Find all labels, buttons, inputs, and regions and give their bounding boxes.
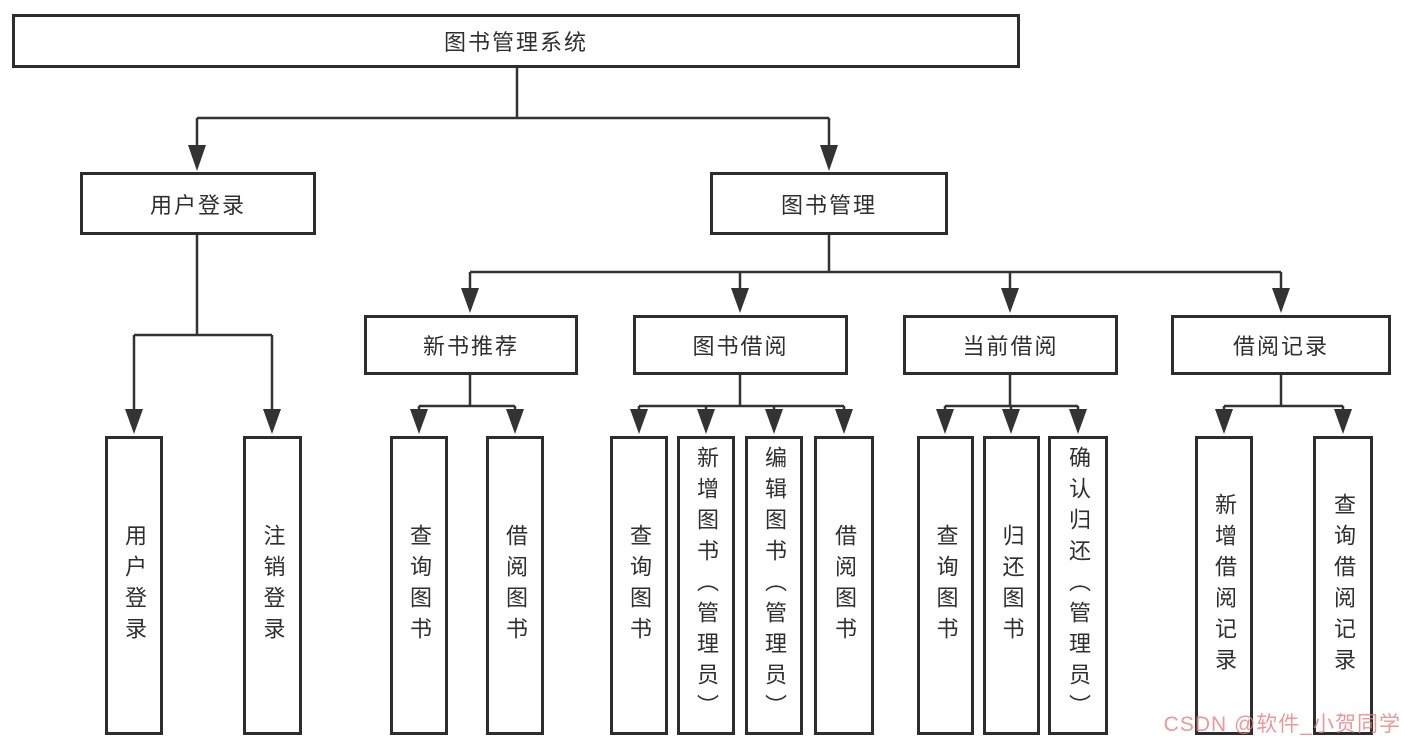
leaf-add-borrow-record: 新增借阅记录 [1195, 436, 1253, 735]
arrowheads [125, 145, 1352, 434]
node-user-login: 用户登录 [80, 172, 316, 235]
node-borrow-record: 借阅记录 [1171, 315, 1391, 375]
node-user-login-label: 用户登录 [149, 192, 246, 218]
leaf-user-login: 用户登录 [105, 436, 163, 735]
node-root-system-label: 图书管理系统 [443, 30, 588, 55]
node-new-book-recommend-label: 新书推荐 [422, 334, 519, 359]
node-book-borrow: 图书借阅 [633, 315, 848, 375]
leaf-confirm-return-admin: 确认归还（管理员） [1048, 436, 1108, 735]
leaf-add-books-admin: 新增图书（管理员） [677, 436, 735, 735]
leaf-borrow-books-recommend: 借阅图书 [486, 436, 544, 735]
leaf-logout-login: 注销登录 [243, 436, 302, 735]
node-current-borrow-label: 当前借阅 [962, 334, 1059, 359]
node-current-borrow: 当前借阅 [903, 315, 1118, 375]
leaf-query-books-recommend: 查询图书 [390, 436, 448, 735]
node-root-system: 图书管理系统 [12, 14, 1020, 68]
csdn-watermark: CSDN @软件_小贺同学 [1163, 713, 1401, 736]
node-book-management: 图书管理 [710, 172, 948, 235]
leaf-borrow-books: 借阅图书 [814, 436, 874, 735]
leaf-return-books: 归还图书 [983, 436, 1040, 735]
node-book-borrow-label: 图书借阅 [692, 334, 789, 359]
node-borrow-record-label: 借阅记录 [1232, 334, 1329, 359]
leaf-edit-books-admin: 编辑图书（管理员） [745, 436, 803, 735]
leaf-query-books-borrow: 查询图书 [610, 436, 668, 735]
leaf-query-books-current: 查询图书 [917, 436, 974, 735]
leaf-query-borrow-record: 查询借阅记录 [1313, 436, 1373, 735]
node-new-book-recommend: 新书推荐 [364, 315, 578, 375]
node-book-management-label: 图书管理 [780, 192, 877, 218]
